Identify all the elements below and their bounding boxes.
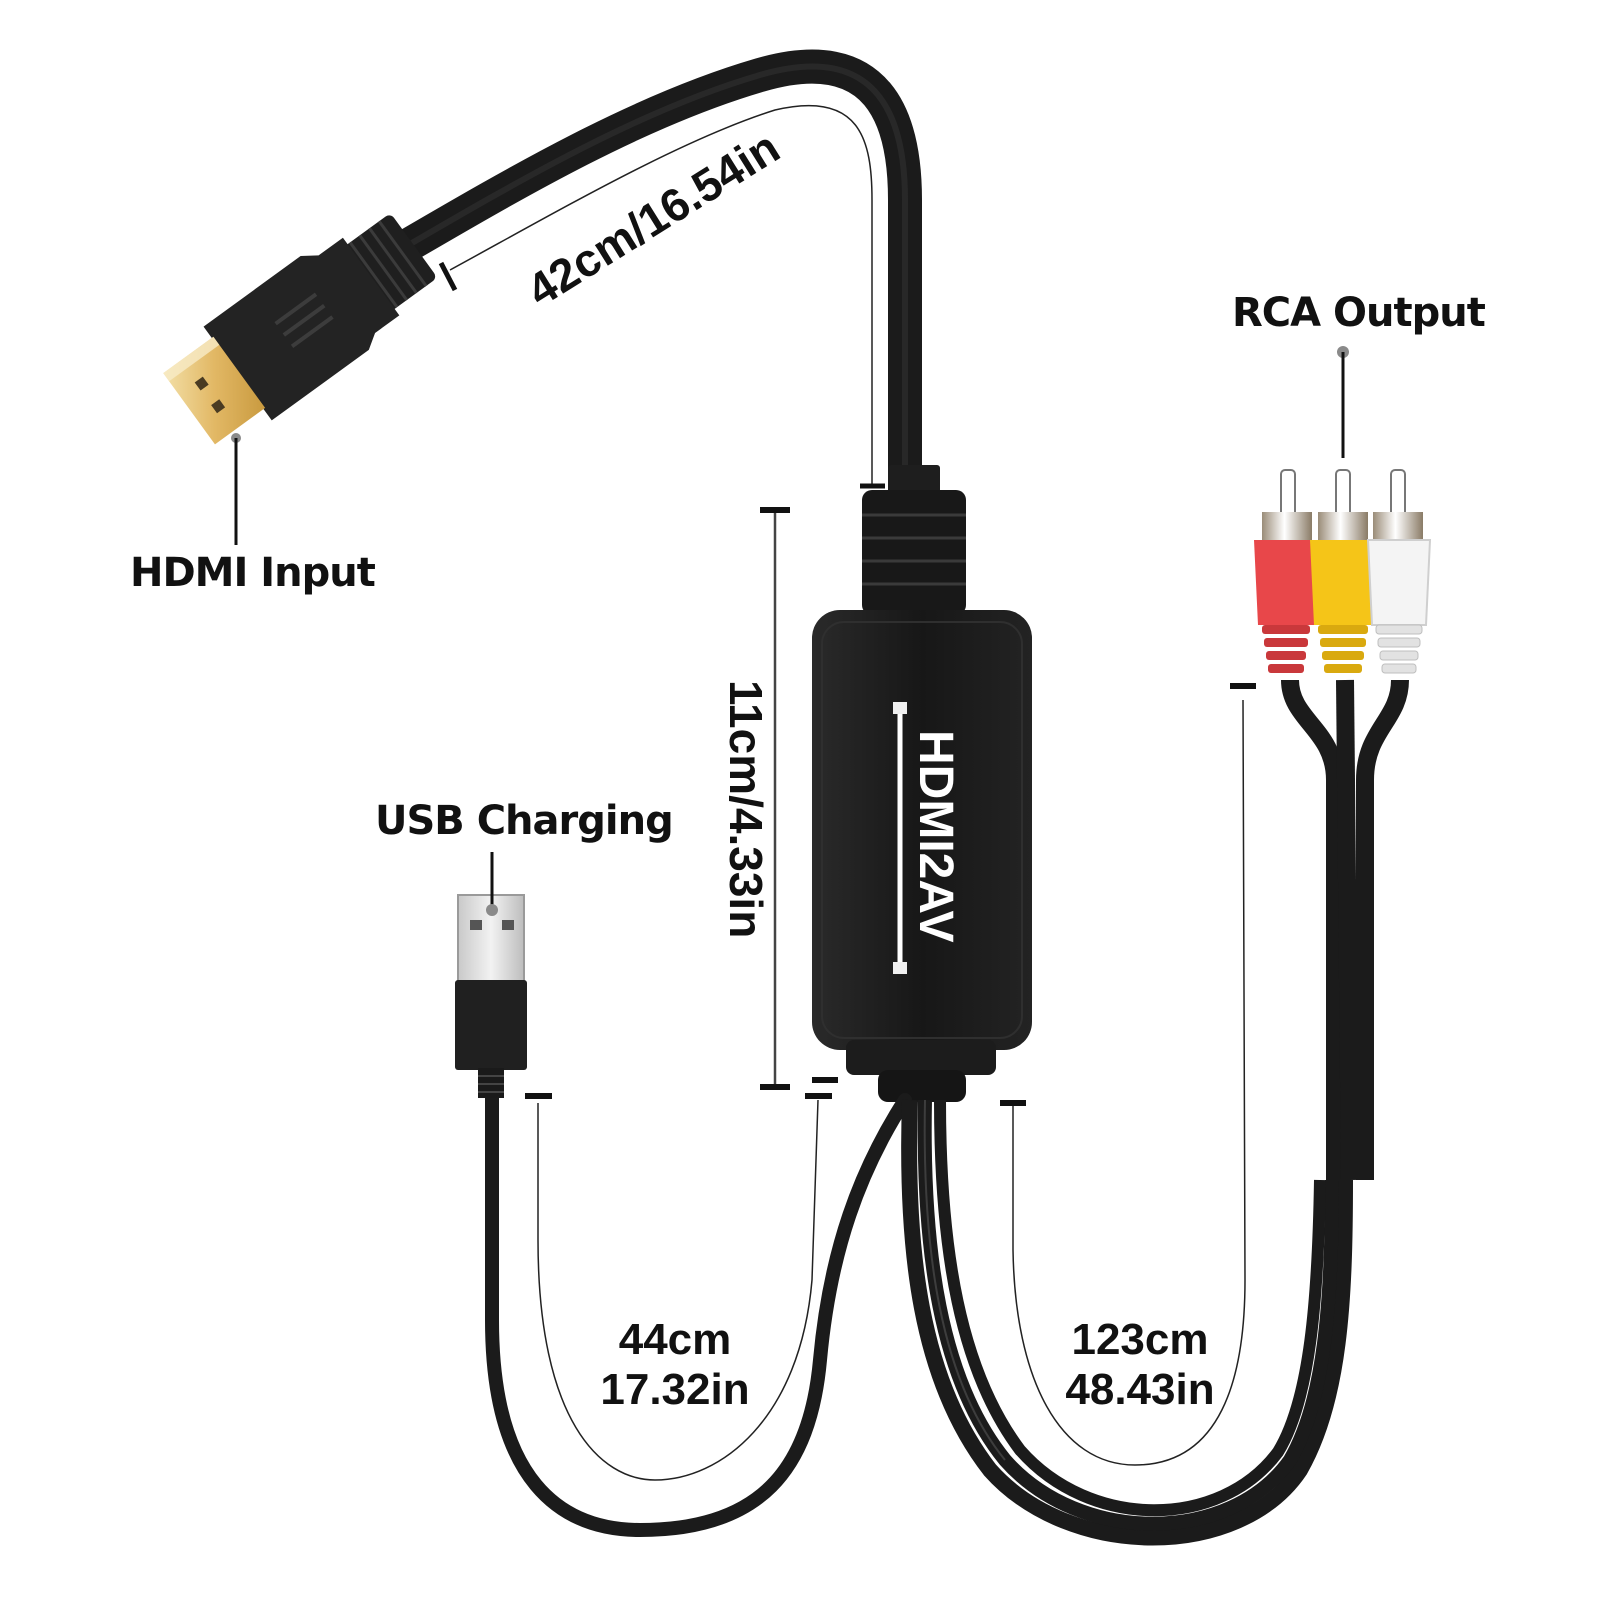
hdmi-plug [163, 215, 436, 445]
hdmi-cable [383, 49, 922, 487]
rca-output-label: RCA Output [1232, 290, 1486, 336]
usb-cable [485, 1068, 912, 1538]
rca-output-callout [1337, 346, 1349, 458]
rca-cable-length-cm: 123cm [1071, 1315, 1208, 1364]
hdmi-input-label: HDMI Input [130, 550, 376, 596]
hdmi-cable-dimension-line [438, 104, 885, 489]
rca-plug-yellow [1310, 469, 1376, 673]
converter-box-length-label: 11cm/4.33in [720, 680, 772, 938]
usb-cable-length-in: 17.32in [600, 1365, 749, 1414]
rca-cable-dimension-line [1000, 683, 1256, 1466]
rca-cable-bundle [901, 1099, 1353, 1546]
usb-plug [455, 894, 527, 1098]
rca-cable-length-in: 48.43in [1065, 1365, 1214, 1414]
hdmi-input-callout [231, 433, 241, 545]
converter-box [812, 465, 1032, 1102]
rca-plug-white [1366, 469, 1432, 674]
converter-box-dimension-line [760, 507, 790, 1090]
usb-cable-length-cm: 44cm [619, 1315, 732, 1364]
usb-cable-dimension-line [525, 1093, 832, 1481]
usb-charging-callout [486, 852, 498, 916]
usb-charging-label: USB Charging [375, 798, 673, 844]
rca-plugs [1254, 469, 1432, 1181]
rca-plug-red [1254, 469, 1318, 673]
converter-box-label: HDMI2AV [909, 730, 962, 942]
